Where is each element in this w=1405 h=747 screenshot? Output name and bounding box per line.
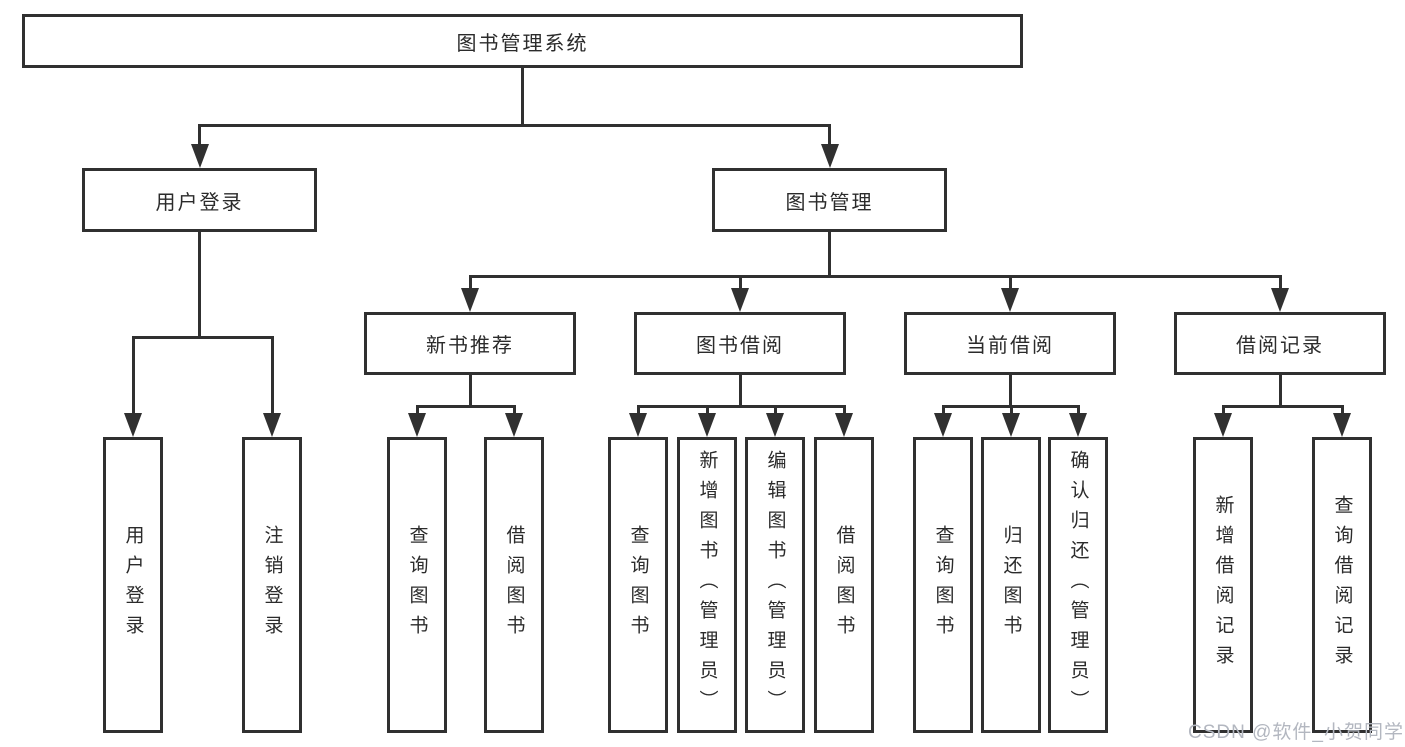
node-label: 查询图书 [406, 525, 428, 645]
node-user: 用户登录 [82, 168, 317, 232]
node-label: 当前借阅 [966, 335, 1054, 357]
arrow-down-icon [1333, 413, 1351, 437]
node-book: 图书管理 [712, 168, 947, 232]
connector-stem [468, 375, 472, 408]
connector-drop [705, 405, 709, 419]
node-leaf-query-new: 查询图书 [387, 437, 447, 733]
node-label: 查询图书 [932, 525, 954, 645]
connector-drop [131, 336, 135, 419]
arrow-down-icon [1001, 288, 1019, 312]
node-label: 借阅图书 [833, 525, 855, 645]
node-leaf-edit-book: 编辑图书（管理员） [745, 437, 805, 733]
node-label: 新增图书（管理员） [696, 450, 718, 720]
connector-drop [270, 336, 274, 419]
node-new-books: 新书推荐 [364, 312, 576, 375]
connector-drop [738, 275, 742, 294]
connector-stem [1278, 375, 1282, 408]
connector-stem [738, 375, 742, 408]
node-root: 图书管理系统 [22, 14, 1023, 68]
arrow-down-icon [1214, 413, 1232, 437]
node-records: 借阅记录 [1174, 312, 1386, 375]
arrow-down-icon [698, 413, 716, 437]
node-current: 当前借阅 [904, 312, 1116, 375]
arrow-down-icon [124, 413, 142, 437]
node-leaf-query-borrow: 查询图书 [608, 437, 668, 733]
arrow-down-icon [505, 413, 523, 437]
node-label: 图书管理系统 [456, 32, 589, 55]
arrow-down-icon [263, 413, 281, 437]
connector-drop [828, 124, 831, 150]
arrow-down-icon [1002, 413, 1020, 437]
connector-drop [512, 405, 516, 419]
connector-stem [521, 68, 524, 127]
node-leaf-user-login: 用户登录 [103, 437, 163, 733]
connector-drop [198, 124, 201, 150]
node-label: 图书管理 [785, 191, 874, 214]
node-label: 借阅图书 [503, 525, 525, 645]
arrow-down-icon [934, 413, 952, 437]
node-leaf-borrow-book: 借阅图书 [814, 437, 874, 733]
arrow-down-icon [1271, 288, 1289, 312]
arrow-down-icon [820, 144, 839, 168]
node-label: 新增借阅记录 [1212, 495, 1234, 675]
node-label: 用户登录 [155, 191, 244, 214]
node-leaf-query-current: 查询图书 [913, 437, 973, 733]
node-leaf-return-book: 归还图书 [981, 437, 1041, 733]
node-borrowing: 图书借阅 [634, 312, 846, 375]
arrow-down-icon [1069, 413, 1087, 437]
connector-drop [1009, 405, 1013, 419]
node-leaf-add-book: 新增图书（管理员） [677, 437, 737, 733]
connector-drop [1221, 405, 1225, 419]
arrow-down-icon [461, 288, 479, 312]
arrow-down-icon [629, 413, 647, 437]
node-label: 归还图书 [1000, 525, 1022, 645]
node-label: 查询图书 [627, 525, 649, 645]
node-leaf-confirm-return: 确认归还（管理员） [1048, 437, 1108, 733]
connector-drop [1076, 405, 1080, 419]
connector-drop [468, 275, 472, 294]
node-label: 用户登录 [122, 525, 144, 645]
arrow-down-icon [766, 413, 784, 437]
connector-stem [828, 232, 831, 278]
connector-rail [198, 124, 831, 127]
node-label: 确认归还（管理员） [1067, 450, 1089, 720]
connector-drop [636, 405, 640, 419]
arrow-down-icon [835, 413, 853, 437]
connector-drop [1340, 405, 1344, 419]
connector-rail [468, 275, 1282, 278]
connector-rail [636, 405, 846, 408]
connector-drop [415, 405, 419, 419]
node-label: 图书借阅 [696, 335, 784, 357]
connector-rail [1221, 405, 1344, 408]
connector-rail [131, 336, 274, 339]
connector-rail [415, 405, 516, 408]
connector-drop [773, 405, 777, 419]
connector-drop [842, 405, 846, 419]
connector-stem [1008, 375, 1012, 408]
node-label: 编辑图书（管理员） [764, 450, 786, 720]
node-label: 注销登录 [261, 525, 283, 645]
node-leaf-add-record: 新增借阅记录 [1193, 437, 1253, 733]
node-label: 新书推荐 [426, 335, 514, 357]
node-leaf-logout: 注销登录 [242, 437, 302, 733]
connector-stem [198, 232, 201, 339]
connector-drop [1278, 275, 1282, 294]
connector-drop [941, 405, 945, 419]
arrow-down-icon [731, 288, 749, 312]
arrow-down-icon [408, 413, 426, 437]
watermark: CSDN @软件_小贺同学 [1188, 722, 1404, 743]
node-label: 查询借阅记录 [1331, 495, 1353, 675]
node-label: 借阅记录 [1236, 335, 1324, 357]
node-leaf-borrow-new: 借阅图书 [484, 437, 544, 733]
arrow-down-icon [190, 144, 209, 168]
node-leaf-query-record: 查询借阅记录 [1312, 437, 1372, 733]
connector-drop [1008, 275, 1012, 294]
